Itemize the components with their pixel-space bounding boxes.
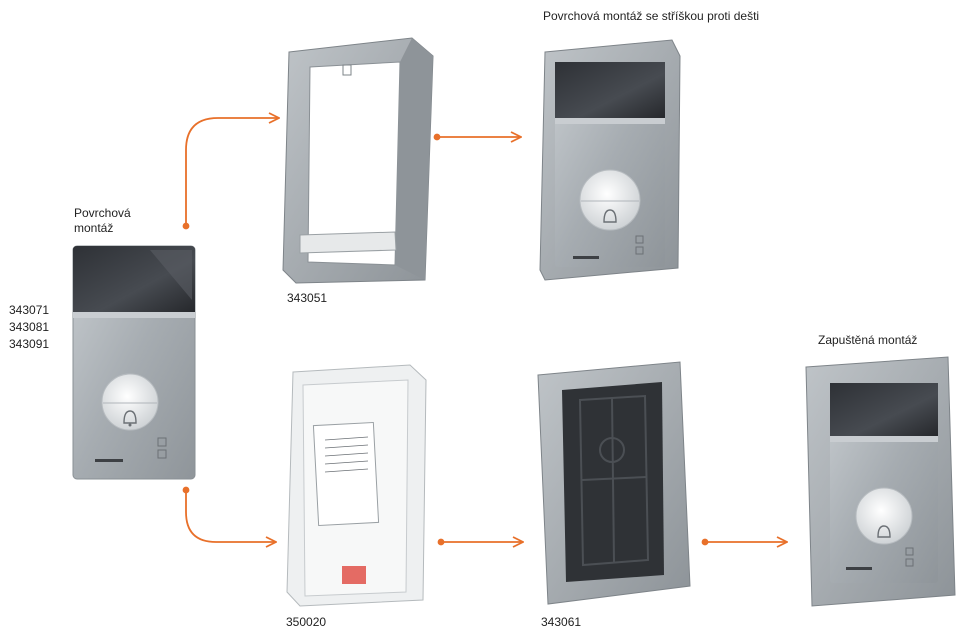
- door-lock-icon: [635, 235, 644, 255]
- flush-frame-343061: [537, 361, 691, 605]
- entrance-panel-flush: [805, 356, 956, 607]
- arrow-surface-to-flush-box: [185, 490, 275, 542]
- code-343051: 343051: [287, 291, 328, 305]
- flush-box-350020: [286, 364, 427, 607]
- brand-logo: [95, 459, 123, 462]
- entrance-panel-surface: [72, 245, 196, 480]
- arrows: [182, 118, 787, 545]
- bell-icon: [877, 525, 891, 538]
- arrow-surface-to-rain-cover: [185, 118, 278, 226]
- label-surface-mount-rain-cover: Povrchová montáž se stříškou proti dešti: [543, 9, 760, 23]
- code-343081: 343081: [9, 320, 50, 334]
- door-lock-icon: [157, 437, 167, 459]
- bell-icon: [123, 410, 137, 427]
- label-flush-mount: Zapuštěná montáž: [818, 333, 918, 347]
- rain-cover-343051: [282, 37, 434, 284]
- label-surface-mount-line1: Povrchová: [74, 206, 131, 220]
- code-343071: 343071: [9, 303, 50, 317]
- code-343061: 343061: [541, 615, 582, 629]
- code-343091: 343091: [9, 337, 50, 351]
- entrance-panel-with-rain-cover: [539, 39, 681, 281]
- door-lock-icon: [905, 547, 914, 567]
- code-350020: 350020: [286, 615, 327, 629]
- bell-icon: [603, 209, 617, 223]
- label-surface-mount-line2: montáž: [74, 221, 114, 235]
